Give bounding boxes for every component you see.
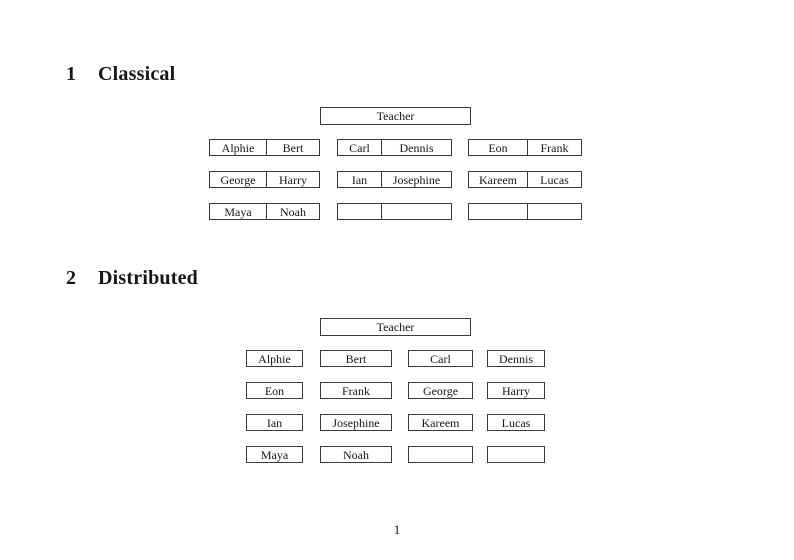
- seat-box: Alphie: [246, 350, 303, 367]
- desk: Kareem Lucas: [468, 171, 582, 188]
- section-heading-classical: 1 Classical: [66, 64, 175, 85]
- seat-box: Noah: [320, 446, 392, 463]
- seat: Alphie: [210, 140, 267, 155]
- seat: Ian: [338, 172, 382, 187]
- seat: Dennis: [399, 140, 434, 155]
- teacher-box: Teacher: [320, 318, 471, 336]
- seat-box: Eon: [246, 382, 303, 399]
- seat-box: Maya: [246, 446, 303, 463]
- seat-box: Bert: [320, 350, 392, 367]
- seat-empty: [469, 204, 528, 219]
- desk: Eon Frank: [468, 139, 582, 156]
- page-number: 1: [393, 522, 401, 537]
- seat-empty: [382, 204, 451, 219]
- desk: George Harry: [209, 171, 320, 188]
- seat: Carl: [338, 140, 382, 155]
- section-heading-distributed: 2 Distributed: [66, 268, 198, 289]
- seat: Frank: [540, 140, 569, 155]
- section-title: Classical: [98, 63, 176, 85]
- seat-box: Lucas: [487, 414, 545, 431]
- desk: Carl Dennis: [337, 139, 452, 156]
- seat-box: Harry: [487, 382, 545, 399]
- seat-box-empty: [408, 446, 473, 463]
- seat: Maya: [210, 204, 267, 219]
- seat: Bert: [282, 140, 304, 155]
- seat-empty: [338, 204, 382, 219]
- seat-box: Dennis: [487, 350, 545, 367]
- seat: Eon: [469, 140, 528, 155]
- seat: George: [210, 172, 267, 187]
- seat-box: George: [408, 382, 473, 399]
- desk-empty: [337, 203, 452, 220]
- seat: Harry: [279, 172, 307, 187]
- seat: Kareem: [469, 172, 528, 187]
- seat: Josephine: [392, 172, 441, 187]
- seat-box: Kareem: [408, 414, 473, 431]
- seat-box-empty: [487, 446, 545, 463]
- desk-empty: [468, 203, 582, 220]
- desk: Alphie Bert: [209, 139, 320, 156]
- desk: Maya Noah: [209, 203, 320, 220]
- seat: Lucas: [540, 172, 569, 187]
- seat: Noah: [280, 204, 306, 219]
- section-number: 1: [66, 63, 77, 85]
- seat-empty: [528, 204, 581, 219]
- section-number: 2: [66, 267, 77, 289]
- teacher-box: Teacher: [320, 107, 471, 125]
- seat-box: Frank: [320, 382, 392, 399]
- seat-box: Ian: [246, 414, 303, 431]
- seat-box: Josephine: [320, 414, 392, 431]
- desk: Ian Josephine: [337, 171, 452, 188]
- seat-box: Carl: [408, 350, 473, 367]
- section-title: Distributed: [98, 267, 198, 289]
